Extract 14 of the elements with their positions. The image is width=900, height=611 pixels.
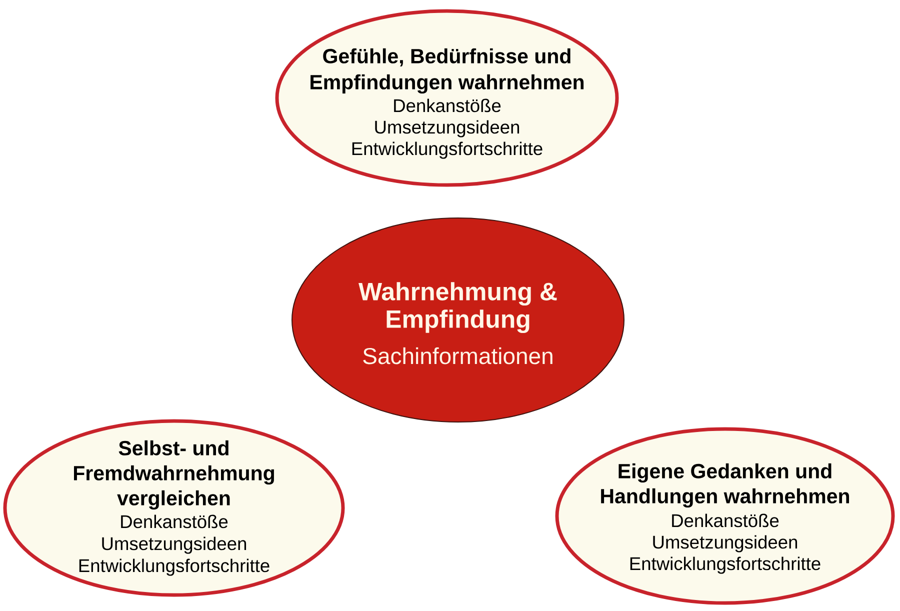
list-item: Denkanstöße	[672, 514, 779, 528]
heading-text: Wahrnehmung & Empfindung	[358, 282, 557, 333]
list-item: Entwicklungsfortschritte	[630, 556, 820, 574]
list-item: Umsetzungsideen	[653, 535, 798, 552]
list-item: Umsetzungsideen	[102, 536, 246, 554]
list-item: Umsetzungsideen	[375, 120, 520, 138]
heading-text: Eigene Gedanken und Handlungen wahrnehmen	[601, 463, 849, 508]
heading-text: Gefühle, Bedürfnisse und Empfindungen wahrnehmen	[310, 48, 584, 94]
list-item: Denkanstöße	[121, 514, 228, 528]
list-item: Entwicklungsfortschritte	[79, 558, 270, 576]
list-item: Denkanstöße	[394, 98, 501, 112]
list-item: Entwicklungsfortschritte	[352, 142, 542, 159]
subtitle-text: Sachinformationen	[363, 347, 552, 364]
heading-text: Selbst- und Fremdwahrnehmung vergleichen	[74, 440, 274, 510]
